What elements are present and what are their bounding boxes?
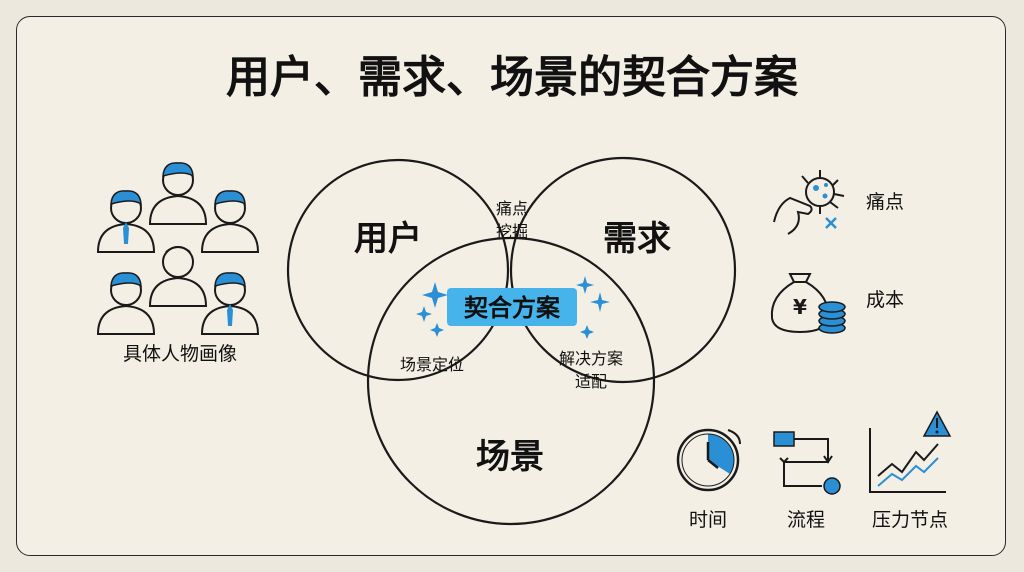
persona-group [97,161,259,335]
sparkle-icon [580,325,594,339]
diagram-title: 用户、需求、场景的契合方案 [226,52,799,103]
sparkle-icon [416,306,432,322]
center-label: 契合方案 [464,294,561,322]
sparkle-icon [576,276,594,294]
right-item-label-pain: 痛点 [866,191,904,213]
overlap-user-scene: 场景定位 [400,355,464,374]
persona-caption: 具体人物画像 [123,343,237,365]
overlap-need-scene-line1: 解决方案 [559,349,623,368]
flow-icon [773,431,841,495]
bottom-item-label-time: 时间 [689,509,727,531]
circle-user-label: 用户 [354,219,422,259]
overlap-user-need-line1: 痛点 [496,199,528,218]
elder-person-icon [148,246,208,307]
right-item-label-cost: 成本 [866,289,904,311]
bottom-item-label-pressure: 压力节点 [872,509,948,531]
circle-need [509,156,737,384]
sparkle-group [416,276,610,339]
overlap-need-scene-line2: 适配 [575,372,607,391]
overlap-user-need-line2: 挖掘 [496,222,528,241]
tie-icon [227,304,233,326]
sparkle-icon [422,282,448,308]
person-icon [149,161,207,225]
svg-text:¥: ¥ [793,295,807,319]
person-icon [201,189,259,253]
circle-scene-label: 场景 [476,437,544,477]
sparkle-icon [590,292,610,312]
pain-point-icon [773,170,845,235]
circle-user [286,158,510,382]
cost-icon: ¥ [770,273,846,334]
tie-icon [123,222,129,244]
pressure-chart-icon [869,410,952,493]
person-icon [97,271,155,335]
clock-icon [676,428,741,492]
bottom-item-label-flow: 流程 [787,509,825,531]
circle-need-label: 需求 [603,219,671,259]
circle-scene [366,236,656,526]
center-highlight-box [447,288,577,326]
sparkle-icon [430,323,444,337]
